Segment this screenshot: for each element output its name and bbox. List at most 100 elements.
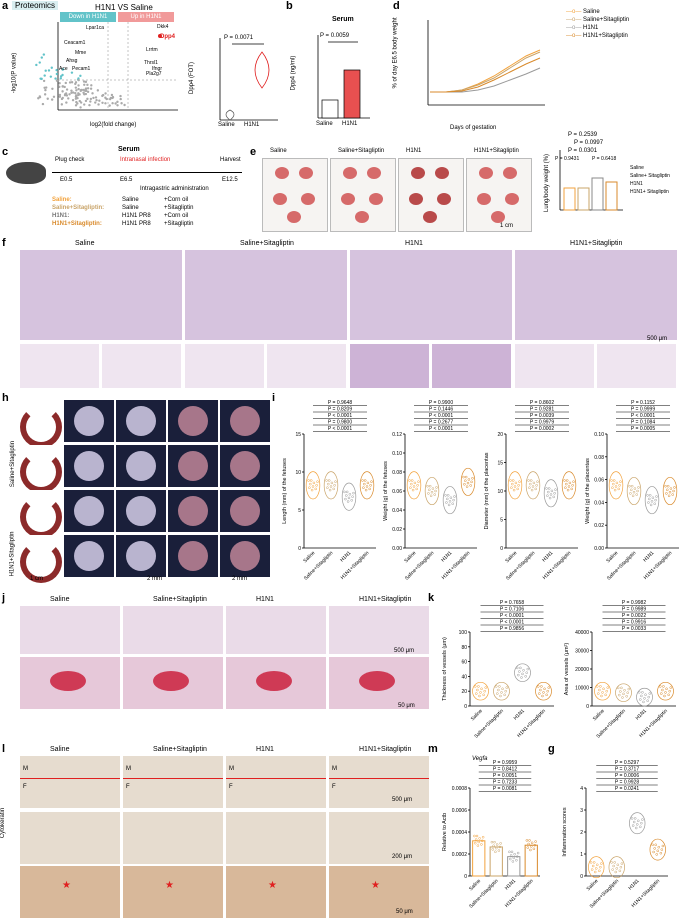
volcano-point bbox=[47, 69, 51, 72]
star-marker: ★ bbox=[371, 880, 380, 891]
data-point bbox=[668, 490, 672, 494]
data-point bbox=[641, 818, 644, 821]
c-admin: Intragastric administration bbox=[140, 186, 209, 192]
volcano-point bbox=[59, 77, 62, 80]
data-point bbox=[498, 685, 501, 688]
c-e6: E6.5 bbox=[120, 177, 133, 183]
volcano-point bbox=[86, 90, 90, 94]
violin bbox=[629, 812, 646, 835]
e-pval-4: P = 0.6418 bbox=[592, 156, 617, 162]
data-point bbox=[452, 498, 455, 502]
volcano-point bbox=[55, 79, 59, 82]
data-point bbox=[665, 687, 668, 691]
data-point bbox=[659, 685, 662, 688]
p-value: P = 0.0022 bbox=[622, 613, 646, 619]
data-point bbox=[510, 850, 514, 854]
data-point bbox=[532, 481, 536, 485]
p-value: P = 0.9281 bbox=[530, 407, 554, 413]
data-point bbox=[663, 694, 666, 698]
data-point bbox=[532, 847, 536, 851]
p-value: P = 0.0006 bbox=[615, 773, 639, 779]
lung-histology-zoom bbox=[432, 344, 511, 388]
data-point bbox=[565, 482, 568, 486]
data-point bbox=[496, 692, 499, 695]
embryo-photo bbox=[116, 535, 166, 577]
data-point bbox=[563, 479, 566, 482]
y-tick-label: 1 bbox=[580, 852, 583, 858]
serum-dpp4-bars bbox=[317, 35, 370, 119]
p-value: P = 0.9979 bbox=[530, 420, 554, 426]
b-x-h1n1: H1N1 bbox=[342, 121, 358, 127]
data-point bbox=[465, 485, 469, 488]
lung-lobe bbox=[411, 167, 425, 179]
data-point bbox=[466, 481, 470, 485]
lung-lobe bbox=[505, 193, 519, 205]
label-text: H1N1 bbox=[0, 501, 1, 516]
embryo-sac bbox=[74, 496, 104, 526]
y-tick-label: 40 bbox=[461, 674, 467, 680]
data-point bbox=[538, 692, 541, 695]
data-point bbox=[413, 481, 417, 485]
data-point bbox=[596, 685, 599, 688]
p-value: P = 0.7658 bbox=[500, 600, 524, 606]
lung-lobe bbox=[367, 167, 381, 179]
volcano-point bbox=[40, 77, 43, 81]
uterus-horn bbox=[20, 541, 62, 583]
data-point bbox=[474, 685, 477, 688]
data-point bbox=[481, 835, 485, 839]
lung-lobe bbox=[503, 167, 517, 179]
lung-histology-overview bbox=[185, 250, 347, 340]
data-point bbox=[620, 686, 623, 690]
p-value: P = 0.0039 bbox=[530, 413, 554, 419]
data-point bbox=[590, 868, 594, 871]
p-value: P = 0.1084 bbox=[631, 420, 655, 426]
label-text: H1N1 bbox=[256, 746, 274, 753]
layer-label-f: F bbox=[126, 784, 130, 790]
data-point bbox=[426, 484, 429, 488]
data-point bbox=[529, 848, 532, 852]
l-scale3: 50 μm bbox=[396, 909, 413, 915]
data-point bbox=[504, 689, 507, 693]
y-tick-label: 10 bbox=[295, 470, 301, 476]
data-point bbox=[650, 500, 654, 503]
data-point bbox=[614, 485, 618, 488]
data-point bbox=[522, 669, 525, 672]
volcano-point bbox=[63, 94, 67, 97]
data-point bbox=[526, 846, 529, 849]
x-category-label: H1N1 bbox=[504, 878, 517, 891]
data-point bbox=[611, 868, 614, 871]
data-point bbox=[482, 693, 485, 697]
panel-label-k: k bbox=[428, 592, 435, 604]
boundary-line bbox=[123, 778, 223, 779]
data-point bbox=[647, 501, 650, 504]
e-pval-1: P = 0.0997 bbox=[574, 140, 604, 146]
data-point bbox=[447, 503, 451, 507]
data-point bbox=[610, 861, 613, 864]
data-point bbox=[505, 686, 508, 689]
embryo-sac bbox=[126, 451, 156, 481]
data-point bbox=[521, 672, 524, 676]
data-point bbox=[648, 494, 652, 497]
data-point bbox=[509, 479, 512, 482]
data-point bbox=[631, 824, 635, 827]
volcano-point bbox=[43, 86, 46, 89]
data-point bbox=[606, 686, 609, 689]
vessel-metric-chart: 010000200003000040000SalineSaline+Sitagl… bbox=[564, 600, 676, 738]
y-tick-label: 10 bbox=[497, 489, 503, 495]
data-point bbox=[519, 666, 522, 670]
data-point bbox=[527, 479, 530, 482]
data-point bbox=[572, 480, 575, 483]
boundary-line bbox=[329, 778, 429, 779]
data-point bbox=[605, 689, 608, 693]
data-point bbox=[475, 692, 478, 695]
uterus-horn bbox=[20, 451, 62, 493]
data-point bbox=[630, 484, 634, 488]
y-tick-label: 5 bbox=[298, 508, 301, 514]
e-scale: 1 cm bbox=[500, 223, 514, 229]
data-point bbox=[345, 494, 348, 497]
layer-label-m: M bbox=[23, 766, 28, 772]
panel-label-g: g bbox=[548, 743, 555, 755]
volcano-point bbox=[74, 104, 78, 107]
data-point bbox=[623, 689, 626, 692]
